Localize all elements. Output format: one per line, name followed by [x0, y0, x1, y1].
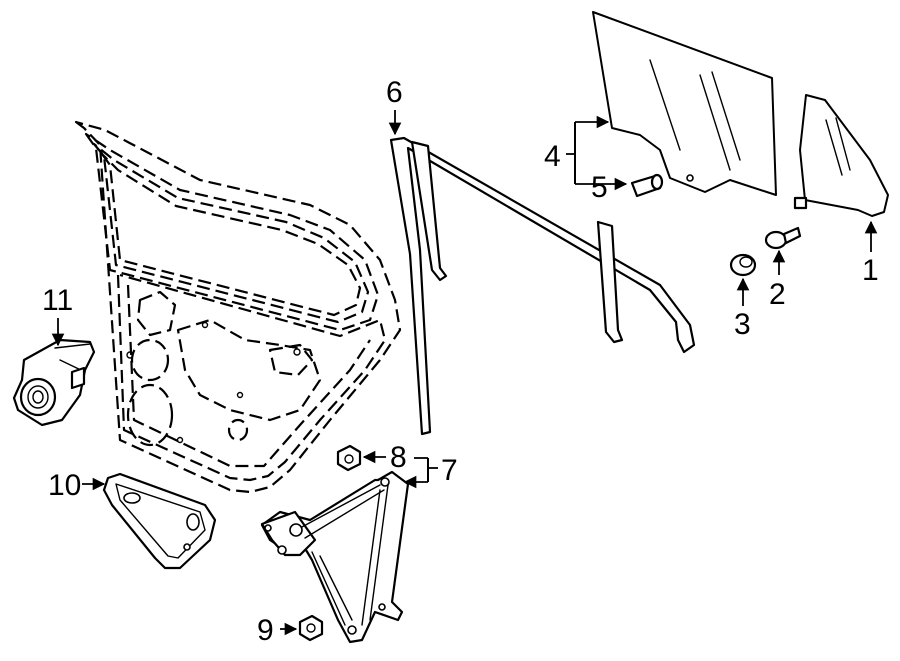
- callout-8: 8: [390, 441, 407, 474]
- plug: [729, 253, 757, 277]
- glass-run-channel: [389, 136, 696, 436]
- regulator-motor: [12, 338, 96, 427]
- access-cover: [102, 472, 217, 570]
- callout-3: 3: [734, 308, 751, 341]
- rivet-fastener: [764, 226, 802, 250]
- callout-leaders: [51, 110, 878, 636]
- door-glass: [592, 11, 777, 196]
- callout-7: 7: [441, 454, 458, 487]
- door-inner-panel: [74, 120, 402, 494]
- callout-2: 2: [769, 278, 786, 311]
- callout-10: 10: [48, 469, 81, 502]
- callout-5: 5: [591, 171, 608, 204]
- callout-4: 4: [544, 140, 561, 173]
- callout-11: 11: [42, 284, 73, 317]
- stationary-glass: [793, 94, 889, 217]
- callout-9: 9: [257, 614, 274, 647]
- nut-lower: [298, 614, 324, 642]
- nut-upper: [336, 444, 362, 472]
- glass-stop: [630, 173, 664, 198]
- callout-6: 6: [386, 76, 403, 109]
- callout-1: 1: [862, 254, 879, 287]
- window-regulator: [260, 470, 410, 644]
